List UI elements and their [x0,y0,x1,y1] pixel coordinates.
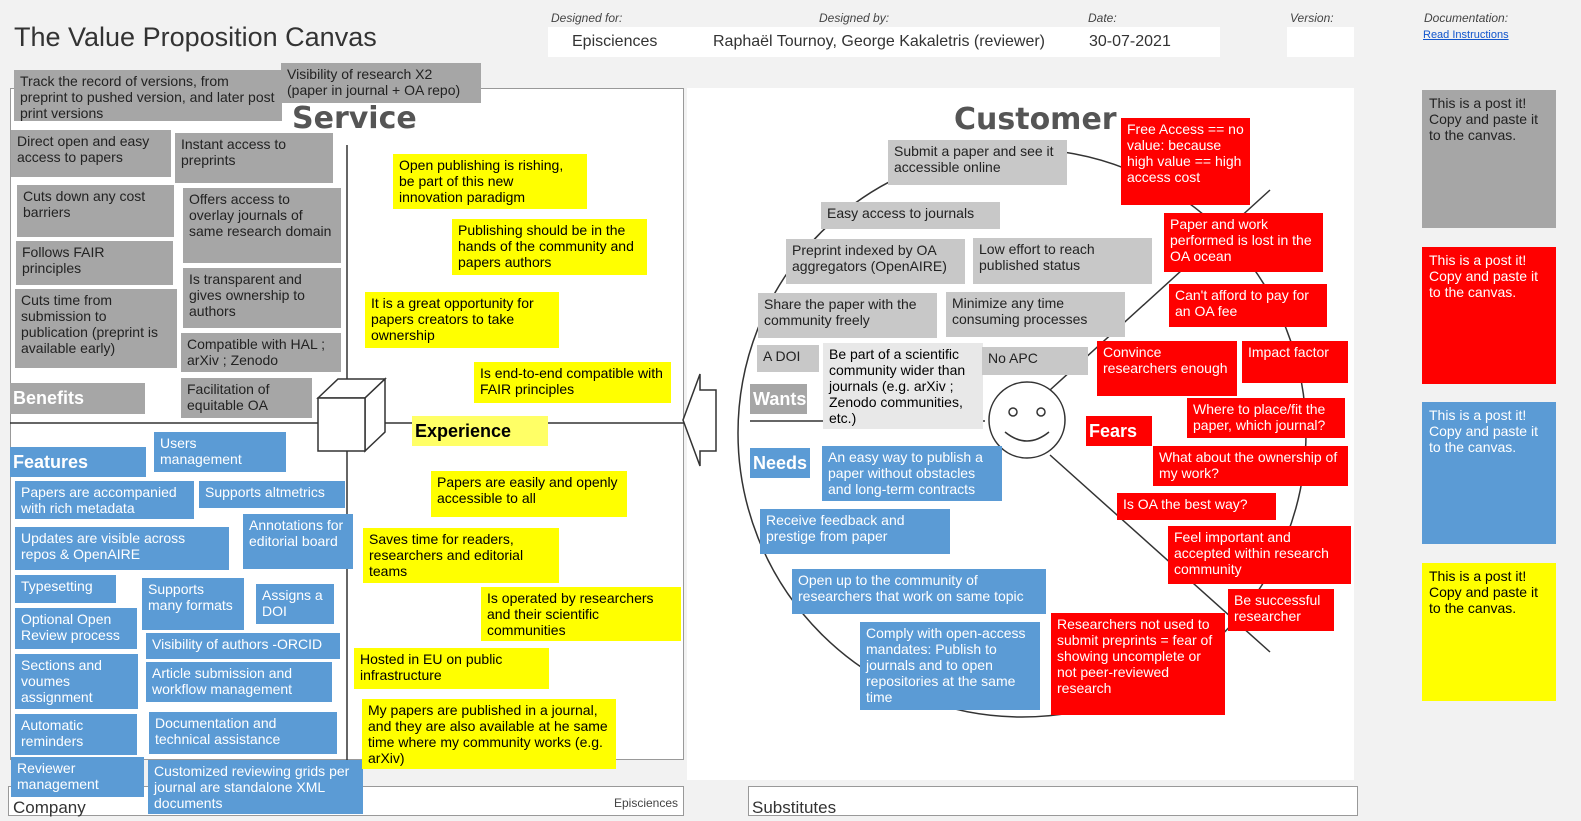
feature-note[interactable]: Supports altmetrics [199,481,345,508]
fear-note[interactable]: Paper and work performed is lost in the … [1164,213,1323,272]
product-cube-icon [316,377,387,453]
feature-note[interactable]: Customized reviewing grids per journal a… [148,760,363,814]
feature-note[interactable]: Optional Open Review process [15,608,137,649]
feature-note[interactable]: Sections and voumes assignment [15,654,138,709]
experience-note[interactable]: Is operated by researchers and their sci… [481,587,681,641]
sidebar-post-it-blue[interactable]: This is a post it! Copy and paste it to … [1422,402,1556,544]
designed-by-label: Designed by: [819,11,890,25]
feature-note[interactable]: Annotations for editorial board [243,514,353,569]
experience-note[interactable]: It is a great opportunity for papers cre… [365,292,559,348]
fit-arrow-icon [682,373,717,467]
experience-note[interactable]: Is end-to-end compatible with FAIR princ… [474,362,671,403]
feature-note[interactable]: Updates are visible across repos & OpenA… [15,527,229,570]
want-note[interactable]: Submit a paper and see it accessible onl… [888,140,1067,185]
company-label: Company [13,798,86,817]
need-note[interactable]: An easy way to publish a paper without o… [822,446,1002,501]
want-note[interactable]: Share the paper with the community freel… [758,293,937,338]
substitutes-label: Substitutes [752,798,837,817]
experience-note[interactable]: Hosted in EU on public infrastructure [354,648,549,689]
feature-note[interactable]: Automatic reminders [15,714,137,755]
fear-note[interactable]: Researchers not used to submit preprints… [1051,613,1225,715]
fears-label: Fears [1086,416,1152,446]
experience-note[interactable]: My papers are published in a journal, an… [362,699,616,769]
benefit-note[interactable]: Is transparent and gives ownership to au… [183,268,341,328]
benefit-note[interactable]: Direct open and easy access to papers [11,130,171,177]
wants-label: Wants [750,384,807,414]
want-note[interactable]: Be part of a scientific community wider … [823,343,983,429]
fear-note[interactable]: Be successful researcher [1228,589,1334,631]
designed-by-value: Raphaël Tournoy, George Kakaletris (revi… [713,33,1046,50]
benefit-note[interactable]: Follows FAIR principles [16,241,173,285]
version-field[interactable] [1287,27,1354,57]
feature-note[interactable]: Users management [154,432,286,472]
feature-note[interactable]: Visibility of authors -ORCID [146,633,340,659]
header-info-box [548,27,1220,57]
fear-note[interactable]: Is OA the best way? [1117,493,1276,520]
experience-note[interactable]: Open publishing is rishing, be part of t… [393,154,587,209]
features-label: Features [10,447,146,477]
company-value: Episciences [614,796,679,810]
feature-note[interactable]: Article submission and workflow manageme… [146,662,332,702]
feature-note[interactable]: Supports many formats [142,578,244,630]
feature-note[interactable]: Typesetting [15,575,116,603]
read-instructions-link[interactable]: Read Instructions [1423,29,1509,41]
want-note[interactable]: Easy access to journals [821,202,1000,229]
designed-for-value: Episciences [572,33,658,50]
fear-note[interactable]: Free Access == no value: because high va… [1121,118,1250,205]
benefit-note[interactable]: Cuts time from submission to publication… [15,289,177,368]
feature-note[interactable]: Documentation and technical assistance [149,712,337,754]
experience-note[interactable]: Saves time for readers, researchers and … [363,528,559,583]
experience-note[interactable]: Papers are easily and openly accessible … [431,471,627,517]
feature-note[interactable]: Assigns a DOI [256,584,334,624]
sidebar-post-it-gray[interactable]: This is a post it! Copy and paste it to … [1422,90,1556,228]
designed-for-label: Designed for: [551,11,623,25]
fear-note[interactable]: Can't afford to pay for an OA fee [1169,284,1327,327]
want-note[interactable]: Low effort to reach published status [973,238,1152,284]
benefit-note[interactable]: Offers access to overlay journals of sam… [183,188,341,263]
fear-note[interactable]: Impact factor [1242,341,1348,383]
customer-heading: Customer [954,102,1117,137]
customer-face-icon [988,381,1066,459]
need-note[interactable]: Receive feedback and prestige from paper [760,509,950,554]
feature-note[interactable]: Papers are accompanied with rich metadat… [15,481,194,519]
needs-label: Needs [750,448,810,478]
want-note[interactable]: No APC [982,347,1088,375]
want-note[interactable]: A DOI [757,345,819,372]
need-note[interactable]: Comply with open-access mandates: Publis… [860,622,1040,710]
benefits-label: Benefits [10,383,145,414]
benefit-note[interactable]: Visibility of research X2 (paper in jour… [281,63,481,103]
service-heading: Service [292,101,417,136]
fear-note[interactable]: Convince researchers enough [1097,341,1237,396]
documentation-label: Documentation: [1424,11,1509,25]
benefit-note[interactable]: Facilitation of equitable OA [181,378,312,418]
benefit-note[interactable]: Compatible with HAL ; arXiv ; Zenodo [181,333,341,372]
want-note[interactable]: Preprint indexed by OA aggregators (Open… [786,239,965,284]
benefit-note[interactable]: Cuts down any cost barriers [17,185,174,237]
want-note[interactable]: Minimize any time consuming processes [946,292,1125,337]
substitutes-box [748,786,1358,816]
date-value: 30-07-2021 [1089,33,1171,50]
need-note[interactable]: Open up to the community of researchers … [792,569,1046,614]
sidebar-post-it-red[interactable]: This is a post it! Copy and paste it to … [1422,247,1556,384]
benefit-note[interactable]: Track the record of versions, from prepr… [14,70,282,121]
page-title: The Value Proposition Canvas [14,22,377,52]
fear-note[interactable]: Feel important and accepted within resea… [1168,526,1351,584]
benefit-note[interactable]: Instant access to preprints [175,133,333,183]
version-label: Version: [1290,11,1334,25]
date-label: Date: [1088,11,1117,25]
feature-note[interactable]: Reviewer management [11,757,144,797]
fear-note[interactable]: Where to place/fit the paper, which jour… [1187,398,1345,438]
experience-label: Experience [412,416,548,446]
experience-note[interactable]: Publishing should be in the hands of the… [452,219,647,275]
sidebar-post-it-yellow[interactable]: This is a post it! Copy and paste it to … [1422,563,1556,701]
fear-note[interactable]: What about the ownership of my work? [1153,446,1348,486]
